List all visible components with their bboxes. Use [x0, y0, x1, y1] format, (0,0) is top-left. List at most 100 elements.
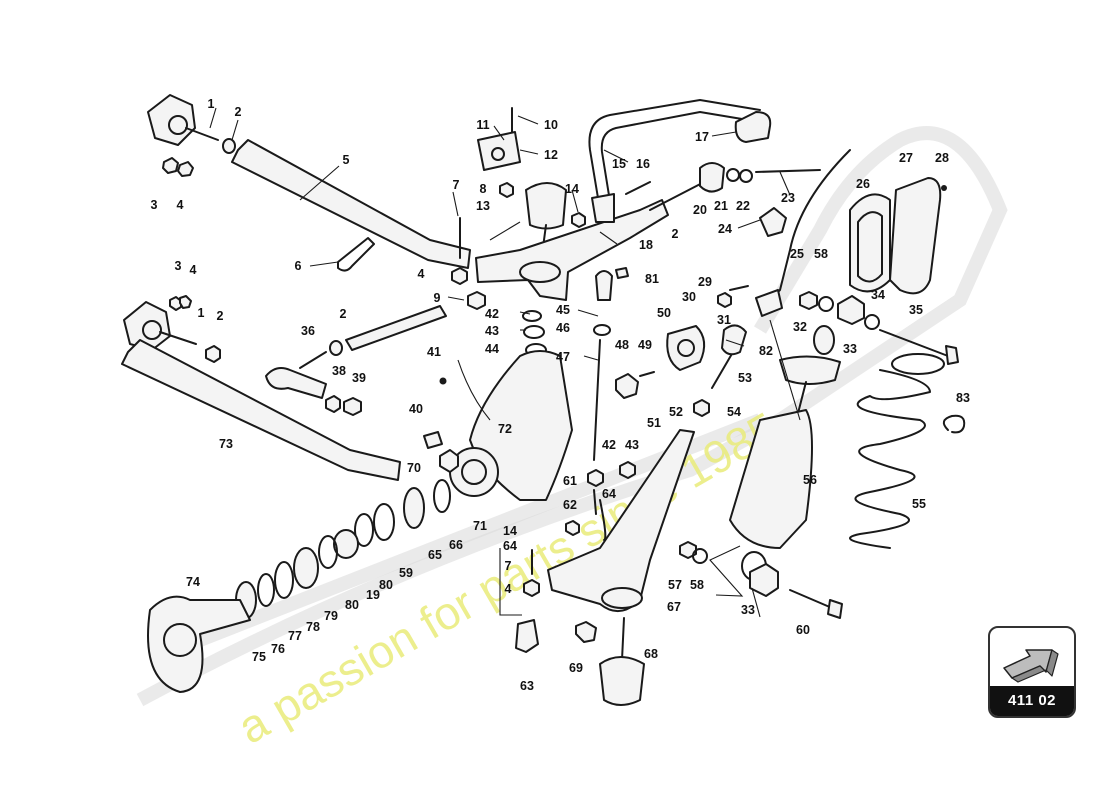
bush-48 — [615, 373, 639, 399]
bracket-50-hole — [677, 339, 695, 357]
reference-box: 411 02 — [988, 626, 1076, 718]
ring-78 — [274, 561, 294, 599]
tube-lower-short — [345, 305, 447, 351]
washer-58-lower — [692, 548, 708, 564]
callout-46: 46 — [556, 321, 570, 335]
bolt-60 — [789, 589, 833, 609]
callout-27: 27 — [899, 151, 913, 165]
screw-40 — [423, 431, 443, 449]
callout-19: 19 — [366, 588, 380, 602]
nut-4-lower-b — [523, 579, 540, 597]
callout-40: 40 — [409, 402, 423, 416]
rod-end-82 — [721, 324, 747, 356]
link-rod-5 — [231, 139, 471, 269]
callout-26: 26 — [856, 177, 870, 191]
callout-11: 11 — [476, 118, 489, 132]
washer-2-top — [222, 138, 236, 154]
bearing-79 — [293, 547, 319, 589]
rod-end-20 — [699, 162, 725, 193]
nut-2-lower — [205, 345, 221, 363]
shock-upper-seat — [779, 355, 841, 385]
anti-roll-bar-15 — [588, 99, 761, 211]
nut-9 — [467, 291, 486, 310]
rod-47 — [593, 339, 601, 461]
callout-61: 61 — [563, 474, 577, 488]
callout-1a: 1 — [208, 97, 215, 111]
ball-joint-68-stud — [621, 617, 625, 661]
ring-77 — [257, 573, 275, 607]
nut-8 — [499, 182, 514, 198]
spacer-80b — [318, 535, 338, 569]
drive-flange-74 — [147, 595, 251, 693]
callout-43a: 43 — [485, 324, 499, 338]
callout-77: 77 — [288, 629, 302, 643]
callout-10: 10 — [544, 118, 558, 132]
callout-52: 52 — [669, 405, 683, 419]
callout-25: 25 — [790, 247, 804, 261]
callout-8: 8 — [480, 182, 487, 196]
callout-3b: 3 — [175, 259, 182, 273]
nut-39 — [343, 397, 362, 416]
callout-2d: 2 — [217, 309, 224, 323]
callout-17: 17 — [695, 130, 709, 144]
callout-28: 28 — [935, 151, 949, 165]
seal-66 — [433, 479, 451, 513]
bolt-60-head — [827, 599, 843, 619]
callout-36: 36 — [301, 324, 315, 338]
callout-4b: 4 — [190, 263, 197, 277]
bush-70 — [439, 449, 459, 473]
spring-seat-top — [891, 353, 945, 375]
callout-1b: 1 — [198, 306, 205, 320]
screw-28 — [941, 185, 947, 191]
callout-83: 83 — [956, 391, 970, 405]
callout-82: 82 — [759, 344, 773, 358]
washer-2-mid — [329, 340, 343, 356]
callout-12: 12 — [544, 148, 558, 162]
callout-4a: 4 — [177, 198, 184, 212]
callout-42b: 42 — [602, 438, 616, 452]
callout-57: 57 — [668, 578, 682, 592]
callout-67: 67 — [667, 600, 681, 614]
bracket-15 — [591, 193, 615, 223]
nut-43-mid — [619, 461, 636, 479]
callout-6: 6 — [295, 259, 302, 273]
callout-64a: 64 — [602, 487, 616, 501]
ball-joint-13 — [525, 182, 567, 230]
nut-38 — [325, 395, 341, 413]
bracket-50 — [666, 325, 706, 371]
bush-33-top — [837, 295, 865, 325]
nut-61 — [587, 469, 604, 487]
callout-79: 79 — [324, 609, 338, 623]
callout-76: 76 — [271, 642, 285, 656]
callout-81: 81 — [645, 272, 659, 286]
callout-7a: 7 — [453, 178, 460, 192]
washer-46 — [593, 324, 611, 336]
callout-43b: 43 — [625, 438, 639, 452]
callout-18: 18 — [639, 238, 653, 252]
callout-66: 66 — [449, 538, 463, 552]
callout-20: 20 — [693, 203, 707, 217]
cover-plate-27 — [889, 177, 942, 295]
callout-41: 41 — [427, 345, 441, 359]
callout-64b: 64 — [503, 539, 517, 553]
clamp-12-hole — [491, 147, 505, 161]
anti-roll-bar-15-b — [600, 111, 761, 215]
callout-56: 56 — [803, 473, 817, 487]
bolt-62 — [593, 489, 597, 515]
track-rod-stud — [299, 351, 327, 369]
nut-69 — [575, 621, 597, 643]
bolt-35-head — [945, 345, 959, 365]
track-rod-end-36 — [265, 367, 327, 399]
nut-14-top — [571, 212, 586, 228]
callout-59: 59 — [399, 566, 413, 580]
callout-50: 50 — [657, 306, 671, 320]
callout-2a: 2 — [235, 105, 242, 119]
bolt-29 — [729, 285, 749, 291]
nut-57 — [679, 541, 697, 559]
mount-bush-top — [168, 115, 188, 135]
callout-80b: 80 — [379, 578, 393, 592]
callout-62: 62 — [563, 498, 577, 512]
link-64 — [599, 499, 607, 541]
callout-15: 15 — [612, 157, 626, 171]
